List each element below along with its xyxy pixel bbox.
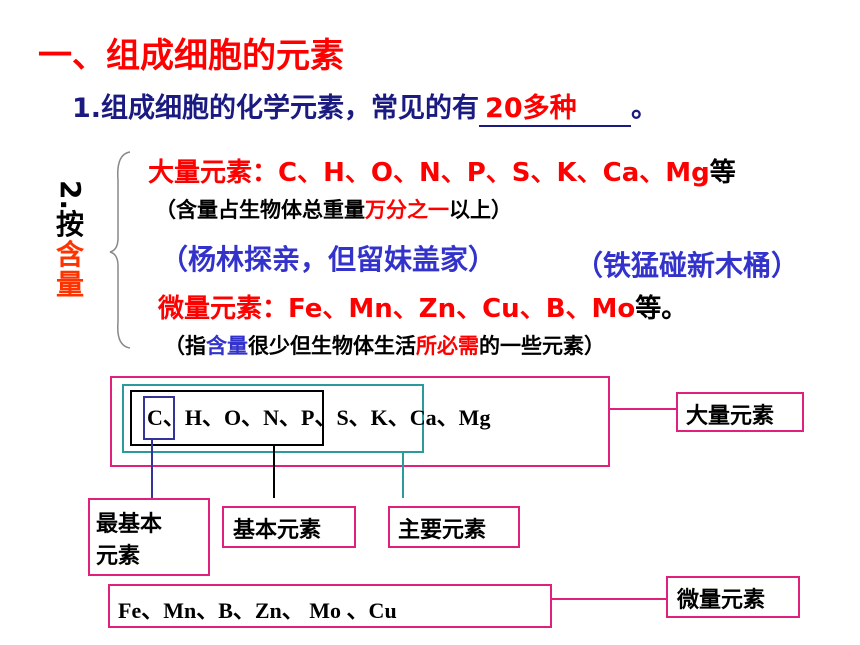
micro-tag-label: 微量元素 [677, 588, 766, 613]
macro-outer-box [110, 376, 610, 467]
most-basic-box [143, 396, 175, 440]
micro-note: （指含量很少但生物体生活所必需的一些元素） [164, 330, 605, 360]
main-label-box [388, 506, 520, 548]
micro-note-p3: 很少但生物体生活 [248, 334, 416, 358]
main-connector [402, 453, 404, 498]
macro-tag-label: 大量元素 [686, 404, 775, 429]
side-label: 2. 按 含 量 [50, 180, 90, 300]
line-1-answer: 20多种 [479, 86, 632, 127]
micro-note-p4: 所必需 [416, 334, 479, 358]
side-label-number: 2. [54, 179, 87, 211]
most-basic-label-line-1: 最基本 [96, 512, 163, 537]
micro-list-box [108, 584, 552, 628]
mnemonic-micro: （铁猛碰新木桶） [575, 249, 800, 282]
micro-line: 微量元素：Fe、Mn、Zn、Cu、B、Mo等。 [158, 288, 687, 325]
macro-note-suffix: 以上） [449, 198, 512, 222]
macro-note-prefix: （含量占生物体总重量 [155, 198, 365, 222]
macro-line: 大量元素：C、H、O、N、P、S、K、Ca、Mg等 [148, 152, 736, 189]
main-label: 主要元素 [398, 518, 487, 543]
basic-label-box [222, 506, 356, 548]
macro-elements: C、H、O、N、P、S、K、Ca、Mg [278, 158, 710, 188]
macro-tag [676, 392, 804, 432]
basic-label: 基本元素 [233, 518, 322, 543]
micro-note-p2: 含量 [206, 334, 248, 358]
side-label-char-1: 按 [55, 208, 84, 241]
micro-note-p1: （指 [164, 334, 206, 358]
micro-label: 微量元素： [158, 294, 289, 324]
micro-tag [666, 576, 800, 618]
basic-elements-box [130, 390, 324, 446]
macro-note: （含量占生物体总重量万分之一以上） [155, 194, 512, 224]
micro-note-p5: 的一些元素） [479, 334, 605, 358]
page-title: 一、组成细胞的元素 [38, 36, 344, 76]
diagram-micro-list: Fe、Mn、B、Zn、 Mo 、Cu [118, 598, 397, 623]
mnemonic-macro: （杨林探亲，但留妹盖家） [160, 243, 497, 276]
micro-elements: Fe、Mn、Zn、Cu、B、Mo [288, 294, 636, 324]
macro-label: 大量元素： [148, 158, 279, 188]
diagram-macro-list: C、H、O、N、P、S、K、Ca、Mg [147, 405, 491, 430]
line-1-prefix: 1.组成细胞的化学元素，常见的有 [72, 93, 480, 124]
side-label-char-3: 量 [55, 268, 84, 301]
brace [109, 151, 131, 349]
most-basic-label-box [88, 498, 210, 576]
macro-suffix: 等 [709, 158, 736, 188]
line-1-suffix: 。 [631, 93, 659, 124]
macro-tag-connector [610, 408, 676, 410]
side-label-char-2: 含 [55, 238, 84, 271]
macro-note-highlight: 万分之一 [365, 198, 449, 222]
basic-connector [273, 446, 275, 498]
most-basic-connector [151, 440, 153, 498]
micro-tag-connector [552, 598, 666, 600]
most-basic-label-line-2: 元素 [96, 544, 141, 569]
micro-suffix: 等。 [635, 294, 688, 324]
